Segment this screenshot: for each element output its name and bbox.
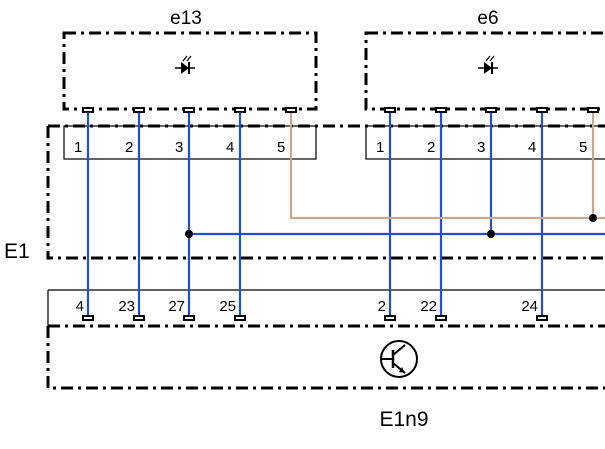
- e1n9-box: [46, 324, 605, 390]
- junction-dot: [487, 230, 495, 238]
- e1n9-pin-label: 27: [168, 298, 185, 315]
- e13-terminal: [234, 107, 246, 113]
- e13-terminal: [82, 107, 94, 113]
- e13-terminal: [183, 107, 195, 113]
- wire-tan: [289, 113, 605, 220]
- e6-pin-label: 1: [376, 139, 384, 156]
- e1n9-terminal: [183, 315, 195, 321]
- e13-terminal: [133, 107, 145, 113]
- e1n9-pin-label: 4: [76, 298, 84, 315]
- e6-pin-label: 4: [528, 139, 536, 156]
- e1n9-terminal: [384, 315, 396, 321]
- e1n9-pin-label: 23: [118, 298, 135, 315]
- e1n9-pin-label: 22: [420, 298, 437, 315]
- e6-terminal: [536, 107, 548, 113]
- e1n9-terminal: [133, 315, 145, 321]
- e1-label: E1: [4, 240, 30, 263]
- e1n9-terminal: [435, 315, 447, 321]
- e1n9-pin-label: 25: [219, 298, 236, 315]
- junction-dot: [589, 214, 597, 222]
- e13-pin-label: 1: [74, 139, 82, 156]
- e6-pin-label: 2: [427, 139, 435, 156]
- led-icon: [175, 55, 195, 74]
- e6-pin-label: 3: [477, 139, 485, 156]
- e6-terminal: [384, 107, 396, 113]
- e13-pin-label: 3: [175, 139, 183, 156]
- terminals: [82, 107, 599, 321]
- e13-pin-label: 2: [125, 139, 133, 156]
- e13-pin-label: 5: [277, 139, 285, 156]
- e6-connector: [365, 125, 605, 160]
- e13-terminal: [285, 107, 297, 113]
- e1n9-terminal: [234, 315, 246, 321]
- e13-label: e13: [170, 8, 202, 29]
- e6-terminal: [587, 107, 599, 113]
- e6-terminal: [485, 107, 497, 113]
- junction-dot: [185, 230, 193, 238]
- e1n9-pin-label: 2: [378, 298, 386, 315]
- wires: [86, 113, 605, 317]
- e1n9-pin-label: 24: [521, 298, 538, 315]
- e6-terminal: [435, 107, 447, 113]
- e1n9-label: E1n9: [379, 408, 428, 431]
- e6-pin-label: 5: [579, 139, 587, 156]
- e1n9-connector: [47, 289, 605, 326]
- e6-label: e6: [477, 8, 498, 29]
- led-icon: [478, 55, 498, 74]
- transistor-icon: [380, 340, 418, 378]
- e13-pin-label: 4: [226, 139, 234, 156]
- e1n9-terminal: [536, 315, 548, 321]
- e1n9-terminal: [82, 315, 94, 321]
